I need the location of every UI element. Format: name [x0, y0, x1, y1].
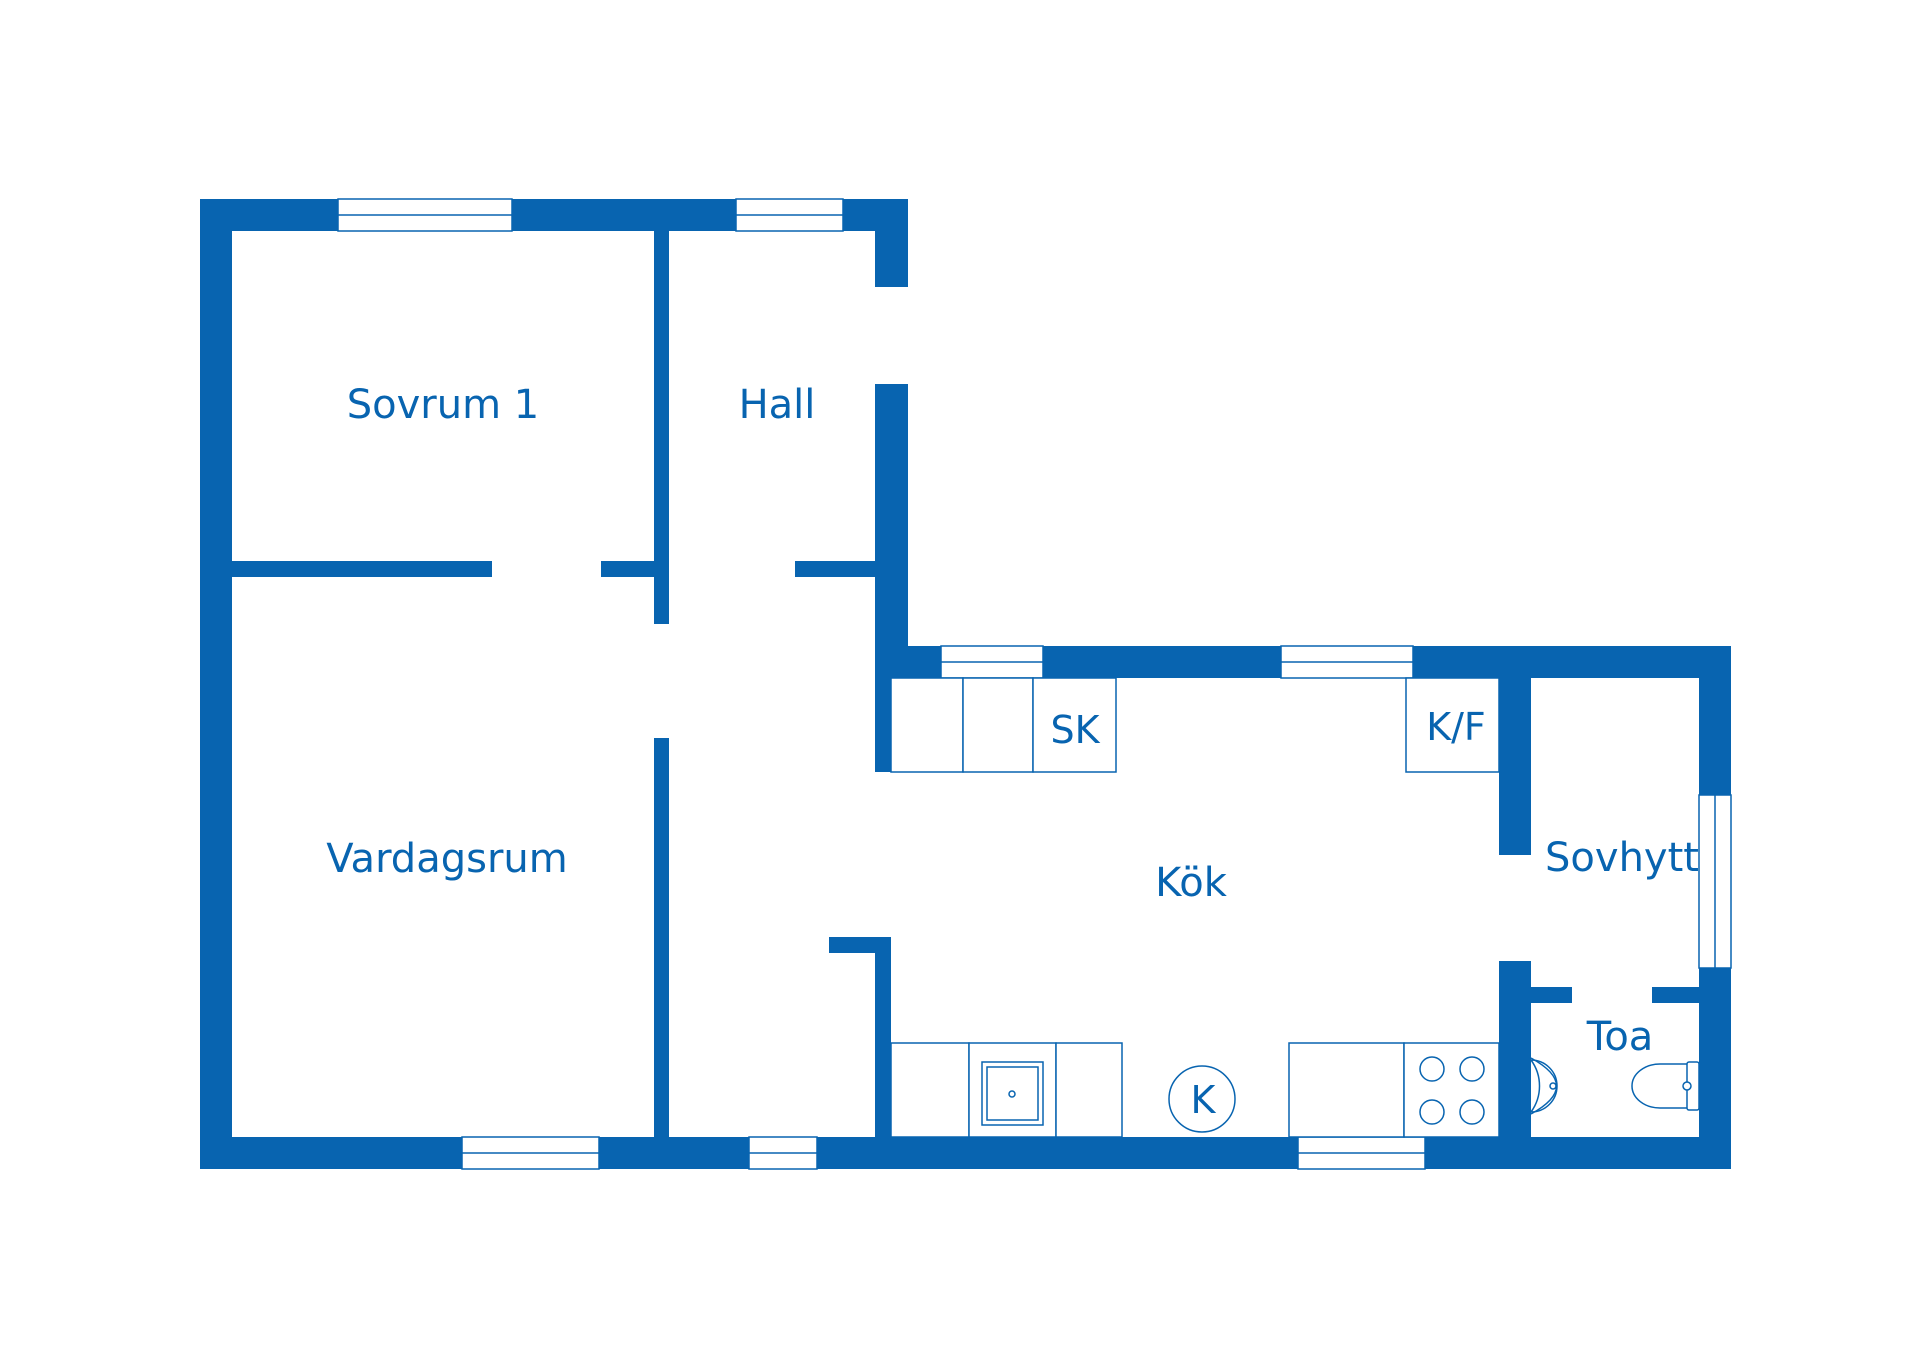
counter-mid [1055, 1042, 1123, 1138]
window-vardagsrum-south [461, 1136, 600, 1170]
window-hall-south [748, 1136, 818, 1170]
stove-burner-1 [1419, 1056, 1445, 1082]
wall-hall-east-lower [875, 384, 908, 678]
toa-sink-icon [1529, 1059, 1558, 1113]
sk-cabinet [1032, 677, 1117, 773]
stove [1403, 1042, 1500, 1138]
wall-kitchen-west-upper [875, 646, 891, 772]
stove-burner-2 [1459, 1056, 1485, 1082]
wall-kitchen-west-lower-v [875, 937, 891, 1137]
sink-drain [1008, 1090, 1016, 1098]
counter-right [1288, 1042, 1405, 1138]
label-k: K [1191, 1078, 1217, 1122]
kf-fridge [1405, 677, 1500, 773]
label-sovrum-1: Sovrum 1 [347, 382, 539, 428]
wall-sovrum-hall [654, 231, 669, 624]
label-kok: Kök [1155, 860, 1228, 906]
upper-cabinet-1 [890, 677, 964, 773]
upper-cabinet-2 [962, 677, 1034, 773]
toa-sink-drain [1549, 1082, 1557, 1090]
wall-sovrum-south-a [232, 561, 492, 577]
label-kf: K/F [1426, 705, 1486, 749]
wall-sovhytt-west-upper [1499, 678, 1531, 855]
windows [337, 198, 1732, 1170]
counter-left [890, 1042, 970, 1138]
wall-toa-north-b [1652, 987, 1731, 1003]
stove-burner-4 [1459, 1099, 1485, 1125]
wall-toa-north-a [1499, 987, 1572, 1003]
window-sovhytt-east [1698, 794, 1732, 969]
window-kitchen-north-a [940, 645, 1044, 679]
wall-south [200, 1137, 1731, 1169]
stove-burner-3 [1419, 1099, 1445, 1125]
room-labels: Sovrum 1 Hall Vardagsrum Kök Sovhytt Toa… [326, 382, 1699, 1122]
wall-hall-east-upper [875, 199, 908, 287]
wall-sovrum-south-b [601, 561, 669, 577]
window-hall-north [735, 198, 844, 232]
wall-vardagsrum-east [654, 738, 669, 1138]
wall-hall-south [795, 561, 908, 577]
window-kitchen-north-b [1280, 645, 1414, 679]
label-hall: Hall [739, 382, 816, 428]
window-kitchen-south [1297, 1136, 1426, 1170]
k-circle [1168, 1065, 1236, 1133]
window-sovrum-north [337, 198, 513, 232]
label-sk: SK [1050, 708, 1100, 752]
toilet-icon [1631, 1063, 1687, 1109]
label-sovhytt: Sovhytt [1545, 835, 1699, 881]
walls [200, 199, 1731, 1169]
wall-west [200, 199, 232, 1169]
toilet-flush [1682, 1081, 1692, 1091]
fixtures [890, 677, 1700, 1138]
label-vardagsrum: Vardagsrum [326, 836, 567, 882]
label-toa: Toa [1586, 1014, 1654, 1060]
